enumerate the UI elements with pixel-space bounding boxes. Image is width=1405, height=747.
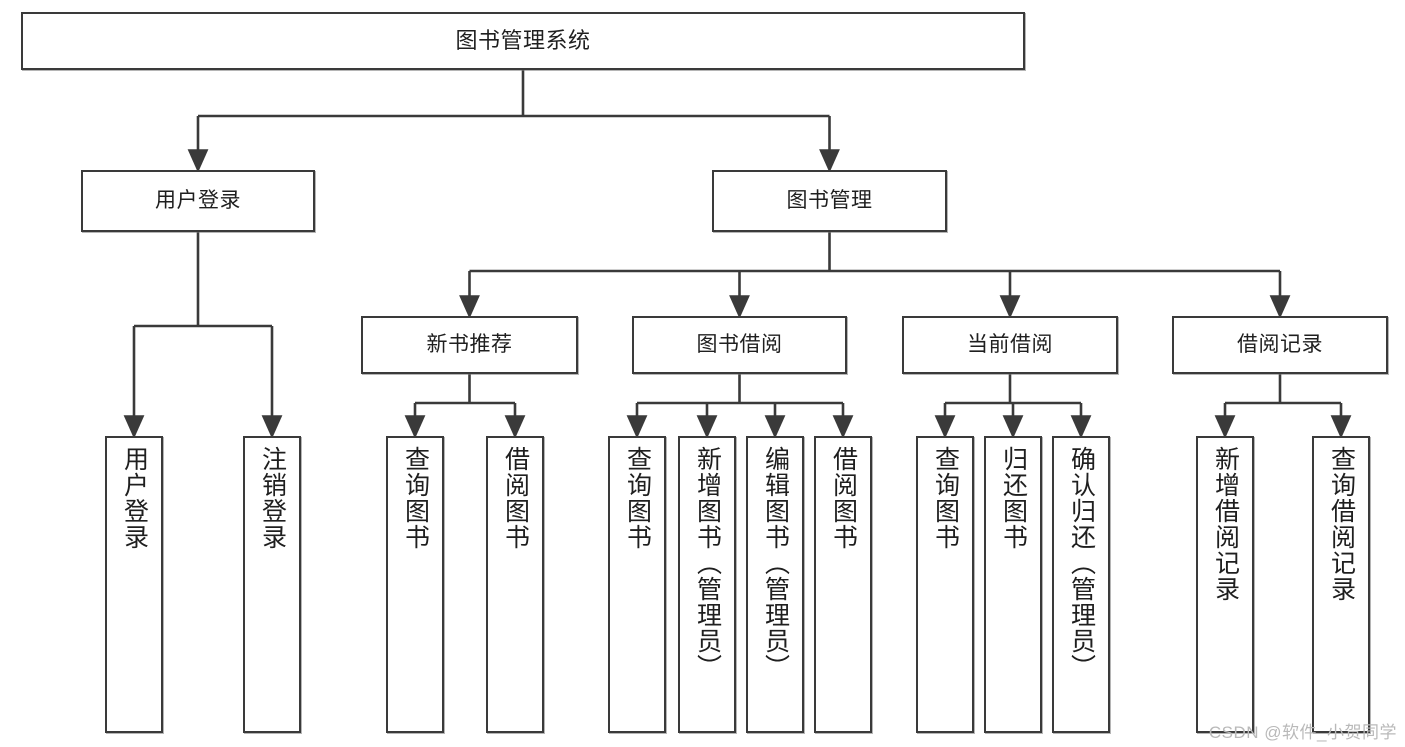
node-label: 查询借阅记录 (1327, 446, 1356, 602)
node-book_manage[interactable]: 图书管理 (712, 170, 947, 232)
node-label: 新增借阅记录 (1211, 446, 1240, 602)
node-leaf_borrow_book_rec[interactable]: 借阅图书 (486, 436, 544, 733)
node-label: 借阅图书 (501, 446, 530, 550)
node-label: 归还图书 (999, 446, 1028, 550)
node-label: 借阅图书 (829, 446, 858, 550)
node-root-图书管理系统[interactable]: 图书管理系统 (21, 12, 1025, 70)
node-label: 新增图书（管理员） (693, 446, 722, 680)
node-leaf_query_record[interactable]: 查询借阅记录 (1312, 436, 1370, 733)
node-label: 查询图书 (401, 446, 430, 550)
watermark-text: CSDN @软件_小贺同学 (1208, 723, 1397, 742)
node-label: 查询图书 (623, 446, 652, 550)
node-leaf_borrow_book_bb[interactable]: 借阅图书 (814, 436, 872, 733)
node-borrow_record[interactable]: 借阅记录 (1172, 316, 1388, 374)
node-leaf_add_book[interactable]: 新增图书（管理员） (678, 436, 736, 733)
node-label: 查询图书 (931, 446, 960, 550)
node-leaf_edit_book[interactable]: 编辑图书（管理员） (746, 436, 804, 733)
node-leaf_confirm_return[interactable]: 确认归还（管理员） (1052, 436, 1110, 733)
node-leaf_query_book_rec[interactable]: 查询图书 (386, 436, 444, 733)
node-user_login[interactable]: 用户登录 (81, 170, 315, 232)
node-label: 编辑图书（管理员） (761, 446, 790, 680)
node-leaf_user_login[interactable]: 用户登录 (105, 436, 163, 733)
node-label: 图书管理系统 (455, 28, 591, 54)
node-new_book_rec[interactable]: 新书推荐 (361, 316, 578, 374)
node-label: 确认归还（管理员） (1067, 446, 1096, 680)
node-label: 用户登录 (120, 446, 149, 550)
node-label: 新书推荐 (426, 332, 513, 356)
node-label: 用户登录 (155, 188, 241, 212)
node-label: 注销登录 (258, 446, 287, 550)
node-label: 当前借阅 (967, 332, 1053, 356)
node-leaf_query_book_cb[interactable]: 查询图书 (916, 436, 974, 733)
node-label: 图书借阅 (696, 332, 783, 356)
node-label: 借阅记录 (1237, 332, 1323, 356)
node-current_borrow[interactable]: 当前借阅 (902, 316, 1118, 374)
node-leaf_return_book[interactable]: 归还图书 (984, 436, 1042, 733)
node-label: 图书管理 (786, 188, 873, 212)
node-book_borrow[interactable]: 图书借阅 (632, 316, 847, 374)
node-leaf_logout[interactable]: 注销登录 (243, 436, 301, 733)
node-leaf_add_record[interactable]: 新增借阅记录 (1196, 436, 1254, 733)
node-leaf_query_book_bb[interactable]: 查询图书 (608, 436, 666, 733)
